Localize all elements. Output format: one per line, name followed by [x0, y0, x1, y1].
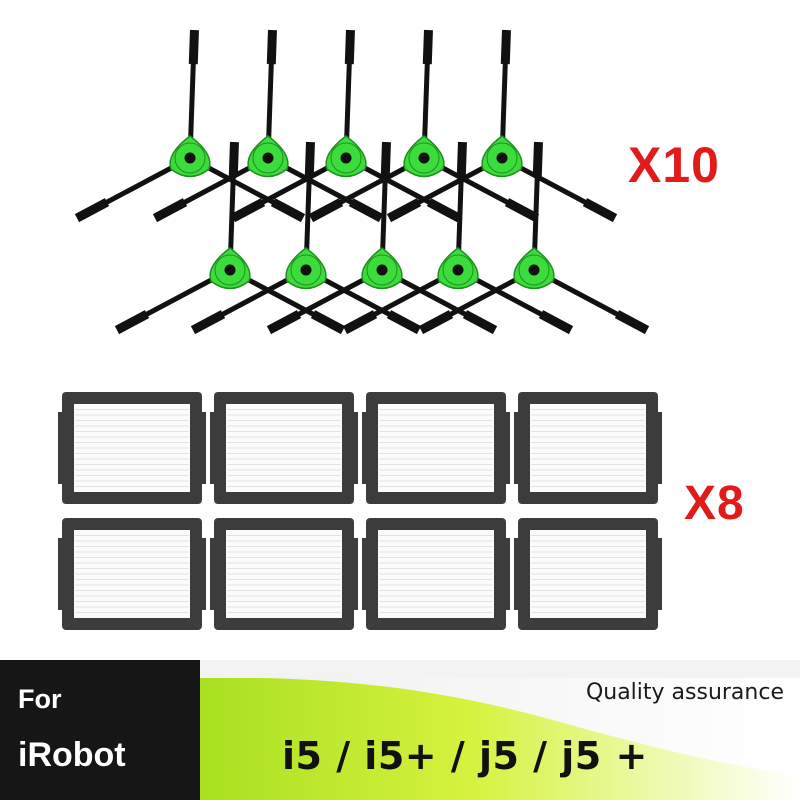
brand-panel: For iRobot — [0, 660, 200, 800]
bottom-banner: For iRobot Quality assurance i5 / i5+ / … — [0, 660, 800, 800]
brand-name: iRobot — [18, 736, 126, 774]
brush-hub — [209, 247, 251, 290]
brush-hub — [325, 135, 367, 178]
side-brush — [418, 141, 650, 335]
hepa-filter — [514, 392, 662, 504]
side-brush — [190, 141, 422, 335]
side-brush — [266, 141, 498, 335]
brush-hub — [169, 135, 211, 178]
brush-quantity-label: X10 — [628, 137, 720, 193]
hepa-filter — [210, 518, 358, 630]
hepa-filter — [362, 392, 510, 504]
side-brush — [342, 141, 574, 335]
brush-hub — [403, 135, 445, 178]
quality-assurance-label: Quality assurance — [585, 680, 784, 705]
brush-hub — [513, 247, 555, 290]
product-art — [58, 29, 662, 630]
for-label: For — [18, 684, 62, 714]
side-brush — [114, 141, 346, 335]
side-brush — [152, 29, 384, 223]
side-brush — [230, 29, 462, 223]
compatible-models-label: i5 / i5+ / j5 / j5 + — [282, 734, 648, 778]
filter-quantity-label: X8 — [684, 477, 745, 530]
hepa-filter — [58, 518, 206, 630]
side-brush-set — [74, 29, 650, 335]
hepa-filter-set — [58, 392, 662, 630]
hepa-filter — [210, 392, 358, 504]
brush-hub — [437, 247, 479, 290]
hepa-filter — [362, 518, 510, 630]
brush-hub — [285, 247, 327, 290]
brush-hub — [361, 247, 403, 290]
side-brush — [386, 29, 618, 223]
hepa-filter — [58, 392, 206, 504]
brush-hub — [481, 135, 523, 178]
brush-hub — [247, 135, 289, 178]
hepa-filter — [514, 518, 662, 630]
